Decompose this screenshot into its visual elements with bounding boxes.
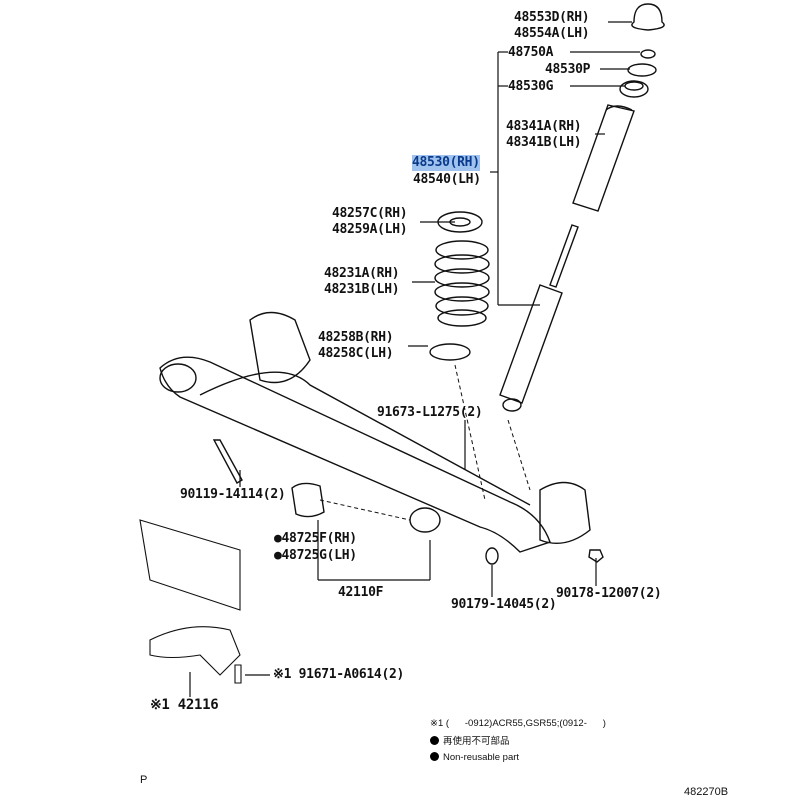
- applicability-note: ※1 ( -0912)ACR55,GSR55;(0912- ): [430, 718, 606, 729]
- part-label-90119[interactable]: 90119-14114(2): [180, 487, 286, 502]
- part-label-48725g[interactable]: ●48725G(LH): [274, 548, 357, 563]
- part-label-48258c[interactable]: 48258C(LH): [318, 346, 394, 361]
- shock-absorber: [499, 284, 563, 404]
- upper-mount-cap: [631, 3, 665, 31]
- part-label-48750a[interactable]: 48750A: [508, 45, 554, 60]
- part-label-48257c[interactable]: 48257C(RH): [332, 206, 408, 221]
- part-label-90179[interactable]: 90179-14045(2): [451, 597, 557, 612]
- part-label-48553d[interactable]: 48553D(RH): [514, 10, 590, 25]
- legend-non-reusable-en: Non-reusable part: [430, 752, 519, 764]
- shield-42116: [139, 519, 242, 684]
- part-label-48259a[interactable]: 48259A(LH): [332, 222, 408, 237]
- lower-spring-seat: [429, 343, 471, 361]
- legend-text-en: Non-reusable part: [443, 752, 520, 763]
- legend-non-reusable-jp: 再使用不可部品: [430, 736, 510, 748]
- leader-lines: [189, 21, 640, 697]
- part-label-48258b[interactable]: 48258B(RH): [318, 330, 394, 345]
- nut-90179: [485, 547, 499, 565]
- part-label-91671[interactable]: ※1 91671-A0614(2): [273, 667, 405, 682]
- part-label-48341a[interactable]: 48341A(RH): [506, 119, 582, 134]
- part-label-48341b[interactable]: 48341B(LH): [506, 135, 582, 150]
- nut-90178: [588, 549, 604, 563]
- filled-dot-icon: [430, 736, 439, 745]
- part-label-48725f[interactable]: ●48725F(RH): [274, 531, 357, 546]
- filled-dot-icon: [430, 752, 439, 761]
- bushing-48725: [291, 482, 325, 518]
- part-label-91673[interactable]: 91673-L1275(2): [377, 405, 483, 420]
- part-label-48231a[interactable]: 48231A(RH): [324, 266, 400, 281]
- part-label-48554a[interactable]: 48554A(LH): [514, 26, 590, 41]
- legend-text-jp: 再使用不可部品: [443, 736, 510, 747]
- left-spindle-bracket: [249, 311, 311, 384]
- part-label-48530g[interactable]: 48530G: [508, 79, 554, 94]
- right-spindle-bracket: [539, 481, 591, 544]
- part-label-42110f[interactable]: 42110F: [338, 585, 384, 600]
- upper-spring-seat: [437, 211, 483, 233]
- bolt-90119: [212, 439, 243, 484]
- part-label-42116[interactable]: ※1 42116: [150, 697, 219, 713]
- shock-rod: [549, 224, 579, 288]
- part-label-90178[interactable]: 90178-12007(2): [556, 586, 662, 601]
- dust-boot: [572, 104, 635, 212]
- rear-axle-beam: [159, 311, 591, 553]
- part-label-48530-highlighted[interactable]: 48530(RH): [412, 155, 480, 171]
- part-label-48540[interactable]: 48540(LH): [413, 172, 481, 187]
- part-label-48231b[interactable]: 48231B(LH): [324, 282, 400, 297]
- coil-spring: [434, 240, 490, 327]
- diagram-code: 482270B: [684, 786, 729, 798]
- footer-mark: P: [140, 774, 148, 786]
- part-label-48530p[interactable]: 48530P: [545, 62, 591, 77]
